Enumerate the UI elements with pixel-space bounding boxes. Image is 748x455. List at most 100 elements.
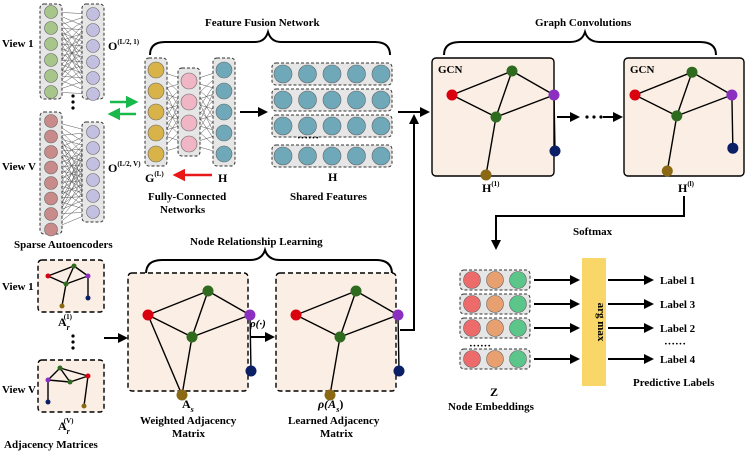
o-first-label: O(L/2, 1)	[108, 38, 140, 53]
graph-edge	[69, 375, 89, 383]
gcn-1-label: GCN	[438, 64, 463, 76]
shared-feature-node	[371, 146, 391, 166]
z-node	[463, 295, 481, 313]
graph-node	[334, 331, 346, 343]
z-node	[463, 271, 481, 289]
graph-edge	[147, 290, 209, 316]
graph-node	[71, 263, 77, 269]
adj-view-1-label: View 1	[2, 281, 34, 293]
a-r1-label: Ar(1)	[58, 313, 73, 332]
shared-feature-node	[273, 146, 293, 166]
graph-node	[350, 285, 362, 297]
viewv-input-node	[44, 129, 58, 144]
graph-node	[81, 403, 87, 409]
graph-edge	[181, 336, 193, 396]
viewv-input-node	[44, 222, 58, 237]
graph-edge	[553, 94, 556, 152]
shared-feature-node	[273, 64, 293, 84]
graph-node	[480, 169, 492, 181]
learned-adj-line1: Learned Adjacency	[288, 415, 380, 427]
g-l-label: G(L)	[145, 170, 164, 185]
label-dots: ······	[664, 338, 686, 350]
graph-node	[490, 111, 502, 123]
graph-node	[392, 309, 404, 321]
fully-connected-line1: Fully-Connected	[148, 191, 226, 203]
view1-code-node	[86, 87, 100, 101]
graph-node	[726, 89, 738, 101]
ffn-pink-node	[180, 135, 198, 153]
gcn-brace	[443, 28, 717, 56]
gcn-1-graph	[446, 65, 561, 181]
graph-edge	[355, 290, 399, 316]
z-node	[486, 271, 504, 289]
viewv-code-node	[86, 189, 100, 203]
graph-edge	[634, 71, 693, 96]
shared-feature-node	[371, 90, 391, 110]
shared-feature-node	[298, 90, 317, 110]
graph-node	[142, 309, 154, 321]
graph-edge	[339, 314, 399, 338]
label-row-1: Label 1	[660, 275, 695, 287]
view1-code-node	[86, 7, 100, 21]
view1-nodes	[44, 5, 100, 101]
learned-adj-line2: Matrix	[320, 428, 353, 440]
z-node	[486, 295, 504, 313]
z-node	[509, 295, 527, 313]
graph-edge	[451, 70, 513, 96]
graph-edge	[47, 275, 67, 285]
graph-edge	[59, 367, 71, 383]
hl-label: H(l)	[678, 180, 695, 195]
feature-fusion-title: Feature Fusion Network	[205, 17, 321, 29]
graph-node	[244, 309, 256, 321]
graph-node	[549, 145, 561, 157]
z-node	[509, 350, 527, 368]
z-node	[509, 319, 527, 337]
viewv-code-node	[86, 125, 100, 139]
shared-dots: ······	[297, 132, 319, 144]
view-v-label: View V	[2, 161, 36, 173]
ffn-teal-node	[215, 124, 233, 142]
z-node	[509, 271, 527, 289]
h1-label: H(1)	[482, 180, 500, 195]
view1-code-node	[86, 39, 100, 53]
adj-viewv-graph	[45, 365, 91, 409]
graph-node	[45, 273, 51, 279]
h-shared-label: H	[328, 170, 338, 184]
ffn-gold-node	[147, 124, 165, 142]
sparse-autoencoders-block: View 1 View V O(L/2, 1) O(L/2, V) Sparse…	[2, 3, 141, 251]
shared-feature-node	[347, 146, 366, 166]
view1-code-node	[86, 23, 100, 37]
graph-edge	[495, 94, 555, 118]
graph-edge	[65, 265, 75, 285]
predictive-labels-caption: Predictive Labels	[633, 377, 715, 389]
graph-node	[45, 377, 51, 383]
graph-node	[727, 142, 739, 154]
shared-feature-node	[347, 116, 366, 136]
z-node	[486, 350, 504, 368]
adj-view-v-label: View V	[2, 384, 36, 396]
sparse-autoencoders-caption: Sparse Autoencoders	[14, 239, 113, 251]
ffn-gold-node	[147, 103, 165, 121]
argmax-to-label-arrows	[608, 275, 654, 364]
view1-input-node	[44, 69, 58, 83]
ffn-pink-node	[180, 114, 198, 132]
a-s-label: As	[182, 397, 194, 414]
shared-feature-node	[322, 116, 342, 136]
viewv-input-node	[44, 191, 58, 206]
gcn-2-graph	[629, 66, 739, 177]
a-rv-label: Ar(V)	[58, 417, 74, 436]
graph-edge	[666, 115, 678, 172]
transfer-arrows	[107, 95, 139, 121]
ffn-teal-node	[215, 103, 233, 121]
shared-feature-node	[273, 90, 293, 110]
vertical-ellipsis	[71, 94, 75, 110]
graph-edge	[65, 275, 89, 285]
graph-edge	[207, 290, 251, 316]
embedding-to-argmax-arrows	[534, 275, 580, 364]
gcn-ellipsis	[585, 115, 603, 119]
graph-node	[245, 365, 257, 377]
graph-edge	[511, 70, 555, 96]
argmax-label: arg max	[595, 303, 607, 342]
adj-vertical-ellipsis	[71, 334, 75, 350]
